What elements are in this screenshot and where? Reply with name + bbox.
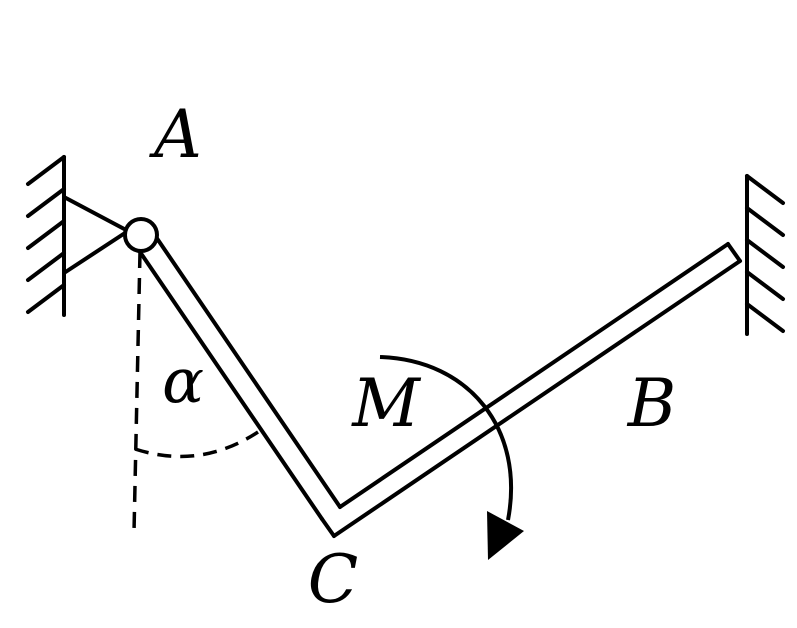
label-point-a: A: [148, 96, 202, 173]
left-wall-hatch: [26, 283, 66, 314]
pin-bracket-triangle: [62, 195, 130, 275]
label-point-b: B: [627, 365, 677, 442]
pin-joint-a: [123, 217, 159, 253]
left-wall-hatch: [26, 155, 66, 186]
right-wall-hatch: [745, 270, 785, 301]
right-wall-support: [745, 174, 785, 336]
label-point-c: C: [308, 541, 359, 618]
rod-cb-end-cap: [726, 242, 742, 263]
right-wall-hatch: [745, 174, 785, 205]
rod-cb-edge: [332, 259, 742, 538]
label-angle: α: [162, 344, 204, 417]
rod-ac: [136, 232, 342, 538]
moment-arc: [379, 355, 514, 521]
rod-cb: [332, 242, 742, 538]
label-moment: M: [351, 365, 421, 442]
rod-ac-edge: [152, 232, 342, 509]
angle-arc: [134, 430, 259, 459]
rod-ac-edge: [136, 247, 324, 521]
right-wall-hatch: [745, 238, 785, 269]
rod-cb-edge: [338, 242, 730, 509]
right-wall-hatch: [745, 302, 785, 333]
left-wall-hatch: [26, 219, 66, 250]
moment-arrowhead: [487, 511, 524, 560]
left-wall-hatch: [26, 187, 66, 218]
pin-bracket: [62, 195, 130, 275]
rod-ac-edge: [320, 517, 336, 538]
vertical-reference-dashed-line: [132, 251, 142, 533]
right-wall-hatch: [745, 206, 785, 237]
left-wall-support: [26, 155, 66, 317]
left-wall-hatch: [26, 251, 66, 282]
